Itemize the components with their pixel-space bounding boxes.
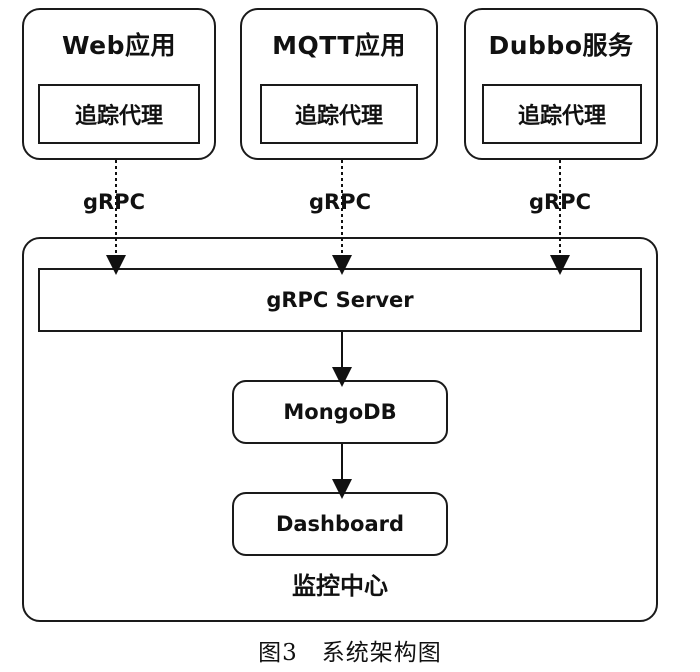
grpc-server-box: gRPC Server [38,268,642,332]
mqtt-app-title: MQTT应用 [272,31,406,60]
dubbo-service-box: Dubbo服务 追踪代理 [464,8,658,160]
mqtt-app-agent: 追踪代理 [260,84,418,144]
dubbo-service-agent: 追踪代理 [482,84,642,144]
grpc-label-dubbo: gRPC [528,190,591,214]
web-app-box: Web应用 追踪代理 [22,8,216,160]
figure-caption: 图3 系统架构图 [258,640,442,666]
grpc-label-mqtt: gRPC [308,190,371,214]
mongodb-box: MongoDB [232,380,448,444]
web-app-title: Web应用 [61,31,177,60]
grpc-label-web: gRPC [82,190,145,214]
mqtt-app-box: MQTT应用 追踪代理 [240,8,438,160]
dubbo-service-title: Dubbo服务 [488,31,634,60]
dashboard-box: Dashboard [232,492,448,556]
web-app-agent: 追踪代理 [38,84,200,144]
monitoring-center-label: 监控中心 [292,572,388,600]
